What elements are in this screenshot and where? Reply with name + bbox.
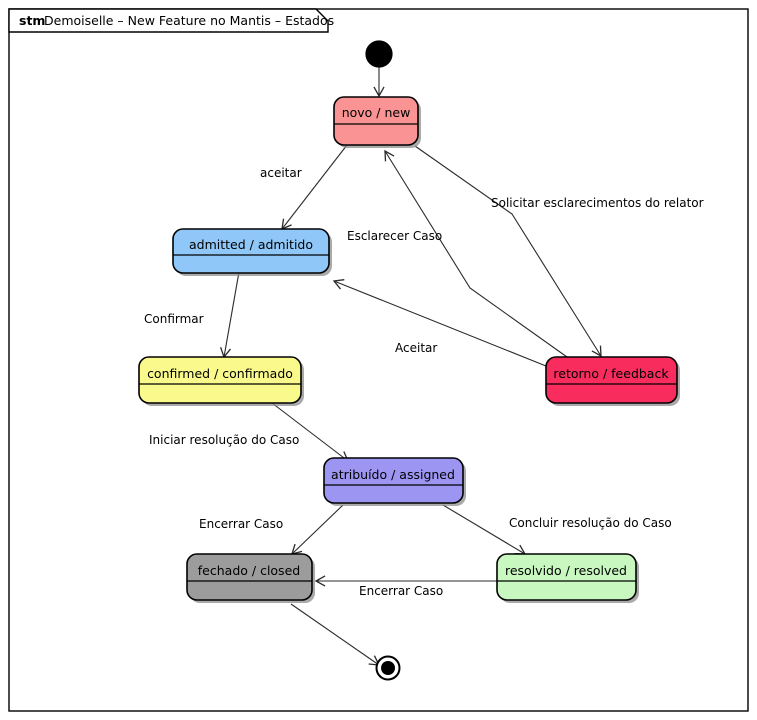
transition-resolvido-to-fechado: Encerrar Caso (314, 575, 497, 598)
transition-label-aceitar: aceitar (260, 166, 302, 180)
transition-novo-to-admitted: aceitar (260, 144, 348, 231)
state-node-confirmed[interactable]: confirmed / confirmado (138, 356, 304, 406)
state-node-fechado[interactable]: fechado / closed (186, 553, 315, 603)
transition-label-aceitar-upper: Aceitar (395, 341, 437, 355)
state-label-resolvido: resolvido / resolved (505, 563, 627, 578)
transition-label-iniciar-resolucao: Iniciar resolução do Caso (149, 433, 299, 447)
transition-label-solicitar-esclarecimentos: Solicitar esclarecimentos do relator (491, 196, 704, 210)
state-node-novo[interactable]: novo / new (333, 96, 421, 148)
state-label-admitted: admitted / admitido (189, 237, 313, 252)
transition-retorno-to-admitted: Aceitar (332, 279, 547, 367)
state-node-atribuido[interactable]: atribuído / assigned (323, 457, 466, 506)
transition-label-encerrar-caso-bottom: Encerrar Caso (359, 584, 443, 598)
transition-novo-to-retorno: Solicitar esclarecimentos do relator (414, 145, 704, 358)
transition-label-confirmar: Confirmar (144, 312, 204, 326)
frame-title: Demoiselle – New Feature no Mantis – Est… (44, 13, 334, 28)
final-state-node[interactable] (375, 655, 401, 681)
transition-atribuido-to-fechado: Encerrar Caso (199, 504, 344, 555)
state-node-admitted[interactable]: admitted / admitido (172, 228, 332, 276)
state-label-atribuido: atribuído / assigned (331, 467, 455, 482)
state-node-resolvido[interactable]: resolvido / resolved (496, 553, 639, 603)
transition-admitted-to-confirmed: Confirmar (144, 271, 240, 359)
transition-label-encerrar-caso-left: Encerrar Caso (199, 517, 283, 531)
transition-label-esclarecer-caso: Esclarecer Caso (347, 229, 442, 243)
transitions-layer: aceitar Solicitar esclarecimentos do rel… (144, 67, 704, 666)
state-node-retorno[interactable]: retorno / feedback (545, 356, 680, 406)
state-label-novo: novo / new (342, 105, 411, 120)
frame-title-tab (8, 8, 329, 33)
transition-fechado-to-final (290, 603, 381, 666)
state-label-fechado: fechado / closed (198, 563, 300, 578)
transition-confirmed-to-atribuido: Iniciar resolução do Caso (149, 402, 350, 462)
transition-atribuido-to-resolvido: Concluir resolução do Caso (442, 504, 672, 555)
frame-stereotype: stm (19, 13, 45, 28)
state-label-confirmed: confirmed / confirmado (147, 366, 293, 381)
transition-retorno-to-novo: Esclarecer Caso (347, 149, 568, 358)
state-label-retorno: retorno / feedback (553, 366, 669, 381)
initial-state-node[interactable] (365, 40, 393, 68)
transition-label-concluir-resolucao: Concluir resolução do Caso (509, 516, 672, 530)
